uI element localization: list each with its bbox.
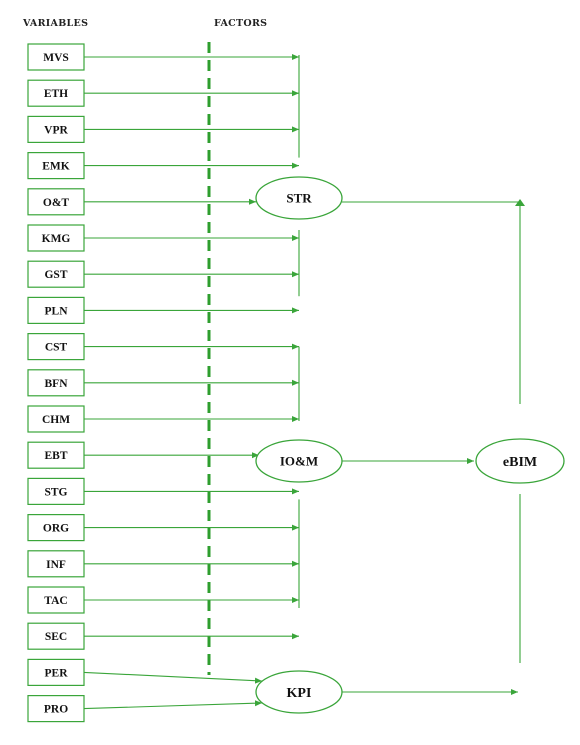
variable-box-frame xyxy=(27,260,85,288)
variable-label: ORG xyxy=(43,523,69,535)
variable-label: INF xyxy=(46,559,66,571)
factor-node-kpi: KPI xyxy=(255,670,343,714)
variable-box-inf: INF xyxy=(27,550,85,578)
variable-label: EMK xyxy=(42,161,70,173)
variable-label: ETH xyxy=(44,88,68,100)
variable-box-frame xyxy=(27,369,85,397)
outcome-node-ebim-shape xyxy=(475,438,565,484)
variable-label: GST xyxy=(44,269,67,281)
variable-box-frame xyxy=(27,43,85,71)
factor-node-kpi-shape xyxy=(255,670,343,714)
factor-node-str-label: STR xyxy=(286,191,312,206)
variable-label: VPR xyxy=(44,124,68,136)
variable-label: O&T xyxy=(43,197,70,209)
variable-box-frame xyxy=(27,477,85,505)
variable-box-frame xyxy=(27,658,85,687)
variable-label: CST xyxy=(45,342,68,354)
variable-label: KMG xyxy=(42,233,71,245)
arrow-per-to-kpi xyxy=(83,671,263,684)
factor-node-str-shape xyxy=(255,176,343,220)
variable-box-tac: TAC xyxy=(27,586,85,614)
variable-box-org: ORG xyxy=(27,513,85,542)
variable-box-frame xyxy=(27,224,85,252)
variable-label: PRO xyxy=(44,704,68,716)
variable-box-pln: PLN xyxy=(27,296,85,324)
variable-label: PLN xyxy=(45,305,69,317)
variable-box-vpr: VPR xyxy=(27,115,85,144)
variable-box-frame xyxy=(27,441,85,469)
factor-node-kpi-label: KPI xyxy=(287,686,312,701)
variable-box-bfn: BFN xyxy=(27,369,85,397)
variable-label: STG xyxy=(44,486,67,498)
arrow-str-to-ebim-head xyxy=(515,199,525,206)
variable-box-frame xyxy=(27,586,85,614)
variable-box-kmg: KMG xyxy=(27,224,85,252)
variable-box-frame xyxy=(27,405,85,433)
variables-header: VARIABLES xyxy=(23,18,89,29)
variable-box-frame xyxy=(27,79,85,107)
factor-node-iom-label: IO&M xyxy=(280,454,318,469)
variable-box-frame xyxy=(27,296,85,324)
variable-box-stg: STG xyxy=(27,477,85,505)
variable-box-mvs: MVS xyxy=(27,43,85,71)
variable-box-per: PER xyxy=(27,658,85,687)
factor-node-iom: IO&M xyxy=(255,439,343,483)
variable-label: SEC xyxy=(45,631,67,643)
variable-box-sec: SEC xyxy=(27,622,85,650)
variable-box-pro: PRO xyxy=(27,694,85,723)
variable-box-cst: CST xyxy=(27,333,85,361)
variable-box-chm: CHM xyxy=(27,405,85,433)
variable-label: BFN xyxy=(45,378,69,390)
variable-box-emk: EMK xyxy=(27,152,85,180)
factor-node-iom-shape xyxy=(255,439,343,483)
variable-box-frame xyxy=(27,188,85,216)
factor-node-str: STR xyxy=(255,176,343,220)
arrow-pro-to-kpi xyxy=(83,700,263,710)
variable-box-gst: GST xyxy=(27,260,85,288)
variable-box-frame xyxy=(27,694,85,723)
variable-label: TAC xyxy=(44,595,67,607)
outcome-node-ebim-label: eBIM xyxy=(503,455,537,470)
factors-header: FACTORS xyxy=(214,18,268,29)
variable-box-frame xyxy=(27,333,85,361)
variable-label: MVS xyxy=(43,52,69,64)
variable-label: CHM xyxy=(42,414,70,426)
variable-box-eth: ETH xyxy=(27,79,85,107)
variable-box-frame xyxy=(27,152,85,180)
variable-label: PER xyxy=(45,667,69,679)
outcome-node-ebim: eBIM xyxy=(475,438,565,484)
variable-box-ot: O&T xyxy=(27,188,85,216)
variable-label: EBT xyxy=(44,450,67,462)
variable-box-ebt: EBT xyxy=(27,441,85,469)
variable-box-frame xyxy=(27,622,85,650)
